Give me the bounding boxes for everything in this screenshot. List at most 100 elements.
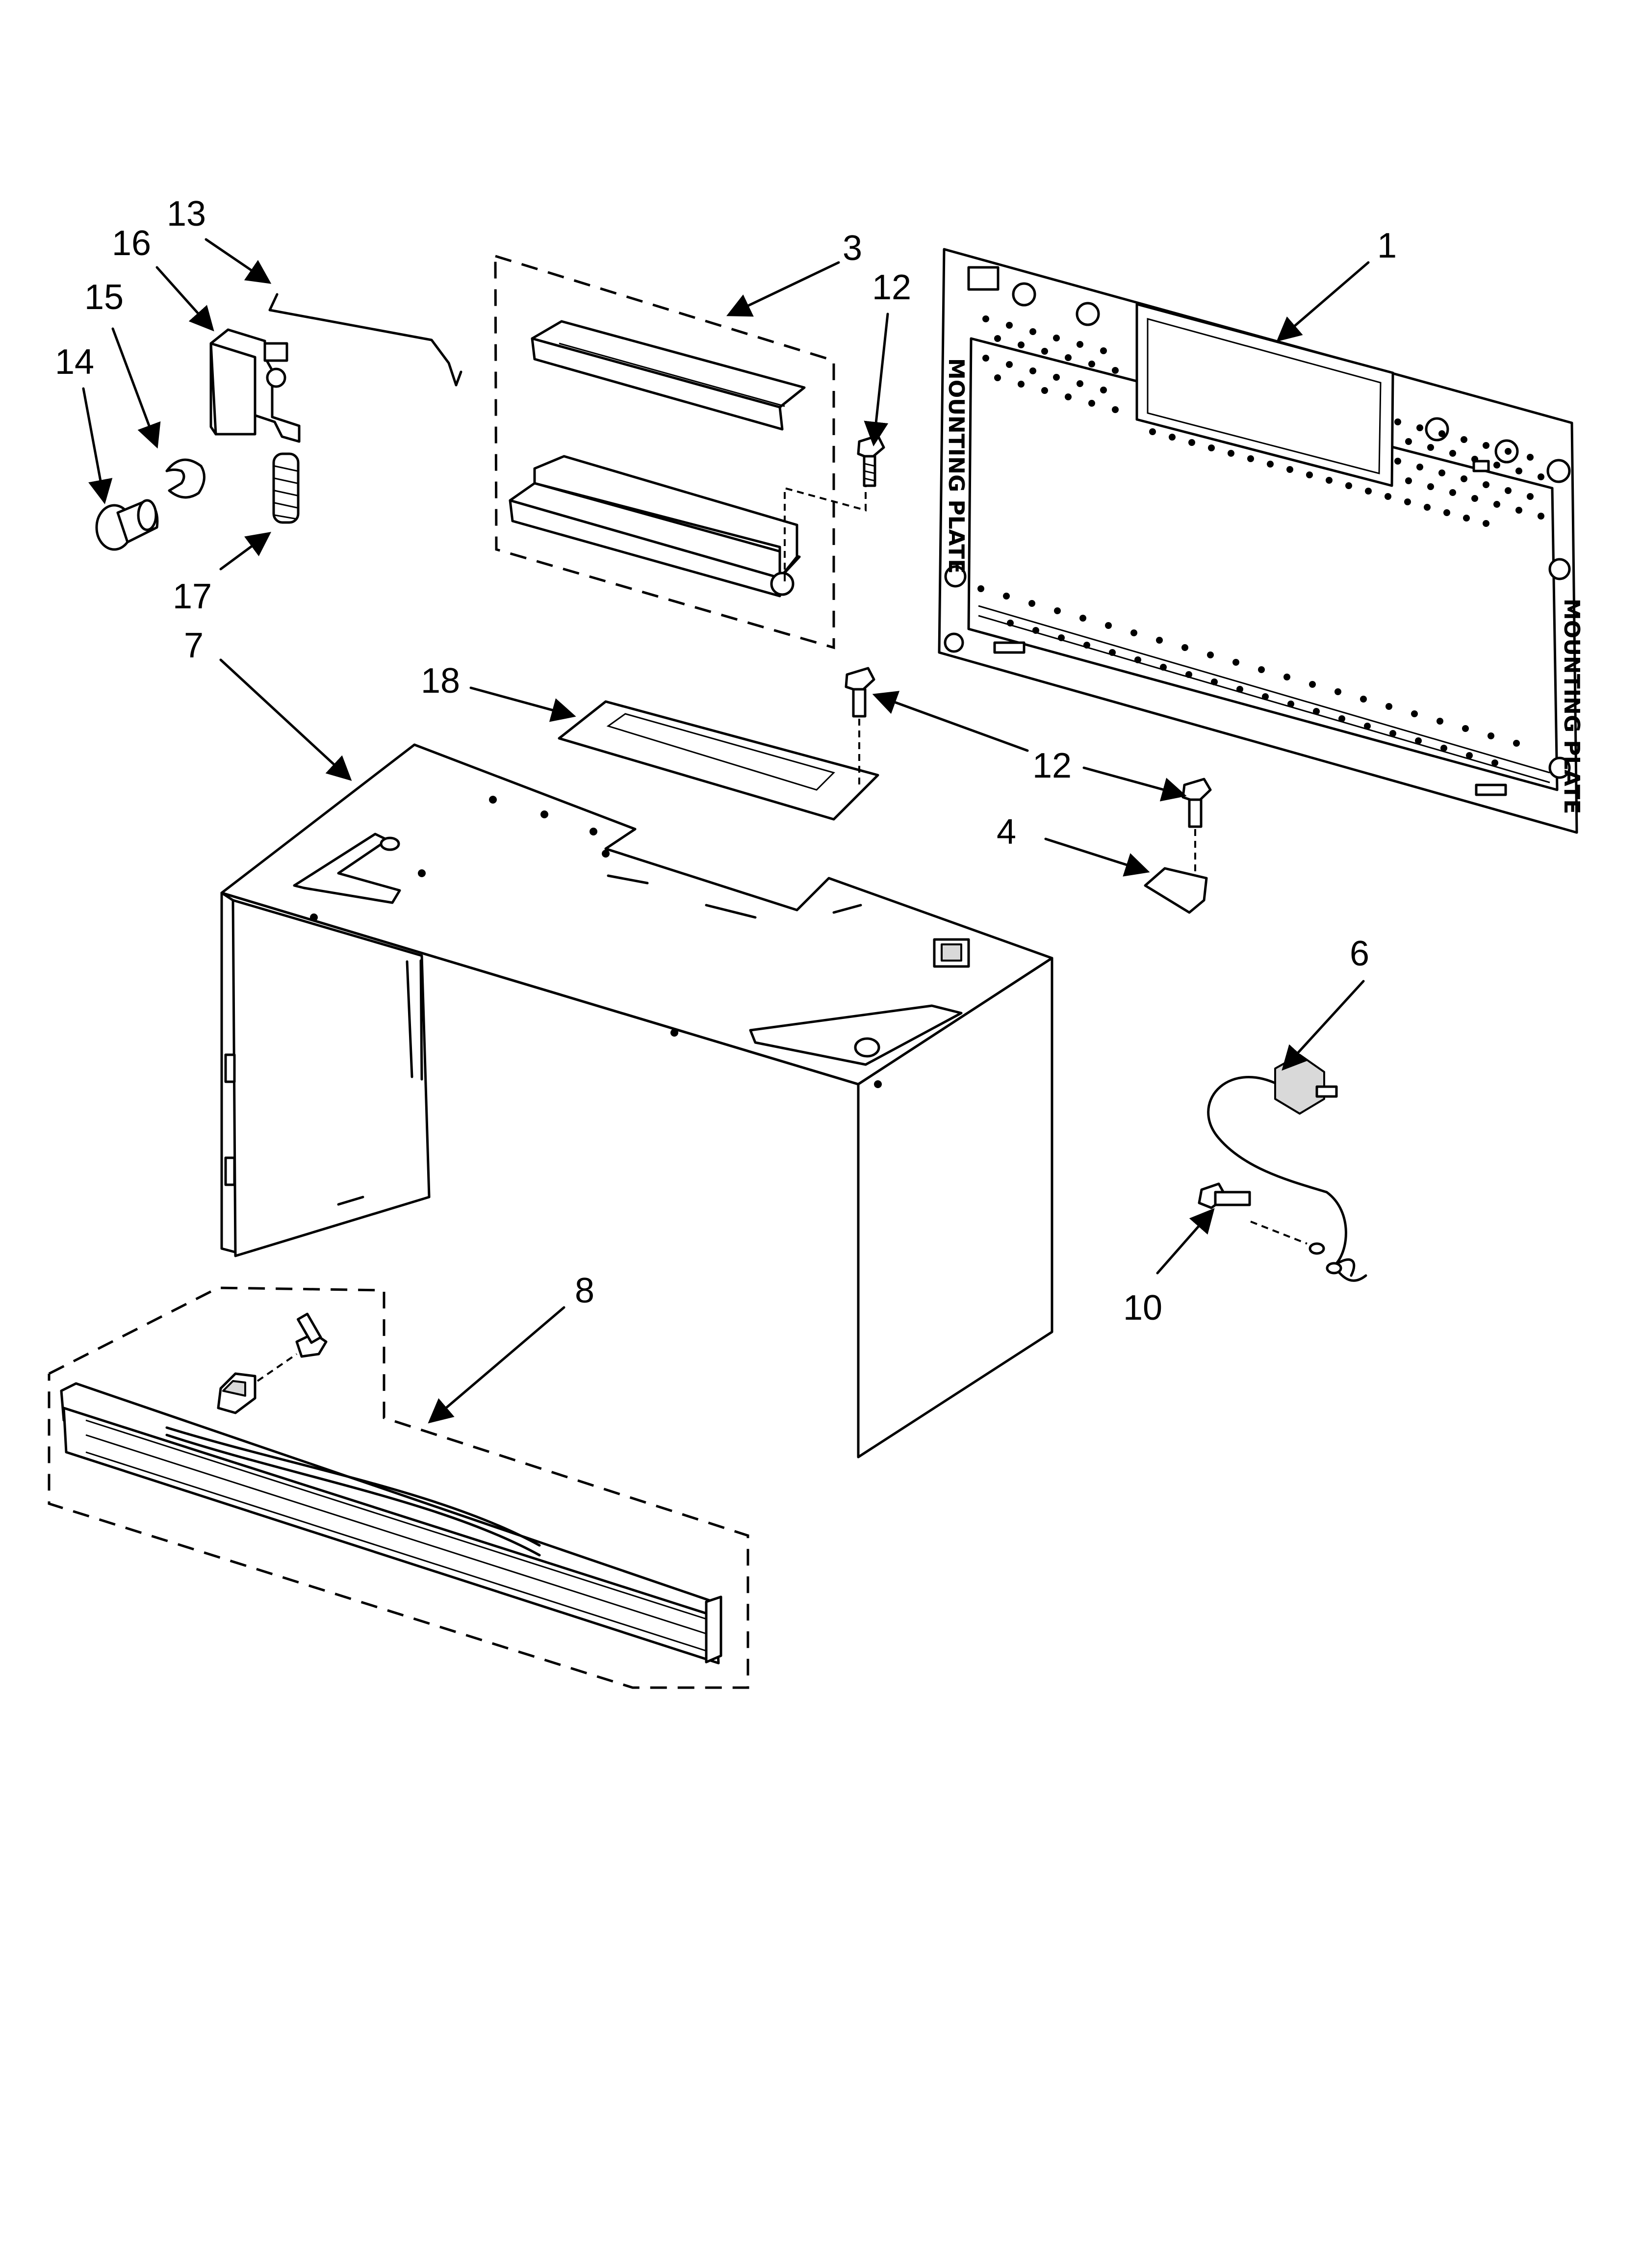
plate-hole — [1405, 477, 1412, 484]
plate-hole — [1404, 498, 1411, 505]
plate-hole — [1077, 341, 1083, 348]
plate-hole — [1443, 509, 1450, 516]
callout-14: 14 — [55, 342, 94, 382]
screw-upper-rail — [857, 434, 885, 487]
plate-hole — [1427, 444, 1434, 451]
plate-stamp-left: MOUNTING PLATE — [944, 358, 969, 574]
plate-hole — [1463, 515, 1470, 521]
plate-hole — [1032, 627, 1039, 634]
plate-hole — [1515, 468, 1522, 474]
plate-hole — [1306, 471, 1313, 478]
plate-hole — [1100, 387, 1107, 393]
grille-assembly — [48, 1286, 749, 1689]
grille-screw — [295, 1312, 328, 1358]
plate-hole — [1286, 466, 1293, 473]
plate-hole — [977, 585, 984, 592]
plate-hole — [1449, 489, 1456, 496]
plate-hole — [1267, 461, 1274, 468]
plate-hole — [1462, 725, 1469, 732]
callout-1: 1 — [1377, 226, 1397, 265]
plate-hole — [1505, 487, 1512, 494]
plate-hole — [1527, 454, 1534, 461]
plate-hole — [1006, 361, 1013, 368]
plate-hole — [1405, 438, 1412, 445]
plate-hole — [1134, 656, 1141, 663]
screw-lower-left — [845, 667, 875, 785]
latch-clip — [165, 458, 205, 499]
plate-hole — [1309, 681, 1316, 688]
plate-hole — [1112, 406, 1119, 413]
screw-lower-right — [1181, 778, 1212, 876]
plate-hole — [1029, 367, 1036, 374]
plate-hole — [1232, 659, 1239, 666]
plate-hole — [1411, 710, 1418, 717]
mounting-plate: MOUNTING PLATE MOUNTING PLATE — [938, 248, 1584, 834]
plate-hole — [1228, 450, 1234, 457]
plate-hole — [1491, 759, 1498, 766]
plate-hole — [1247, 455, 1254, 462]
bracket — [1144, 867, 1208, 914]
plate-hole — [1236, 686, 1243, 693]
plate-hole — [1513, 740, 1520, 747]
plate-hole — [1424, 504, 1431, 511]
callout-13: 13 — [167, 194, 206, 234]
callout-10: 10 — [1123, 1288, 1162, 1328]
plate-hole — [1416, 424, 1423, 431]
plate-hole — [1029, 328, 1036, 335]
plate-hole — [1483, 520, 1489, 527]
plate-hole — [1440, 745, 1447, 752]
plate-hole — [1262, 693, 1269, 700]
plate-hole — [1079, 615, 1086, 622]
plate-hole — [1169, 434, 1176, 441]
plate-hole — [1360, 696, 1367, 703]
plate-hole — [1483, 442, 1489, 449]
plate-hole — [1326, 477, 1333, 484]
plate-hole — [1488, 732, 1494, 739]
plate-hole — [1077, 380, 1083, 387]
plate-hole — [1505, 448, 1512, 455]
plate-hole — [1088, 361, 1095, 367]
plate-hole — [1461, 475, 1467, 482]
plate-hole — [982, 315, 989, 322]
plate-hole — [1438, 430, 1445, 437]
plate-hole — [1207, 652, 1214, 658]
plate-hole — [1160, 664, 1167, 671]
cabinet — [220, 743, 1053, 1459]
plate-hole — [1258, 666, 1265, 673]
plate-hole — [994, 335, 1001, 342]
latch-assembly — [95, 293, 462, 551]
callout-8: 8 — [575, 1271, 594, 1310]
plate-hole — [1112, 367, 1119, 374]
plate-hole — [1028, 600, 1035, 607]
callout-12-lower: 12 — [1032, 746, 1072, 785]
plate-hole — [1283, 674, 1290, 680]
plate-hole — [1018, 381, 1025, 388]
grille-clip — [217, 1353, 298, 1414]
callout-18: 18 — [421, 661, 460, 701]
callout-7: 7 — [184, 626, 204, 665]
plate-hole — [1461, 436, 1467, 443]
plate-hole — [1538, 473, 1544, 480]
plate-hole — [1483, 481, 1489, 488]
callouts: 1 3 4 6 7 8 10 12 12 13 14 15 16 17 18 — [55, 194, 1397, 1328]
latch-button — [95, 499, 159, 551]
plate-hole — [1058, 634, 1065, 641]
plate-hole — [1437, 718, 1443, 725]
plate-hole — [1338, 715, 1345, 722]
rail-assembly — [494, 255, 867, 650]
plate-stamp-right: MOUNTING PLATE — [1559, 599, 1584, 814]
plate-hole — [1471, 456, 1478, 463]
plate-hole — [1185, 671, 1192, 678]
plate-hole — [982, 355, 989, 362]
plate-hole — [1493, 462, 1500, 469]
plate-hole — [1053, 374, 1060, 381]
plate-hole — [994, 374, 1001, 381]
latch-spring — [272, 452, 300, 524]
plate-hole — [1438, 469, 1445, 476]
plate-hole — [1006, 322, 1013, 329]
plate-hole — [1415, 737, 1422, 744]
plate-hole — [1345, 482, 1352, 489]
callout-17: 17 — [173, 577, 212, 616]
plate-hole — [1385, 493, 1391, 500]
plate-hole — [1394, 418, 1401, 425]
